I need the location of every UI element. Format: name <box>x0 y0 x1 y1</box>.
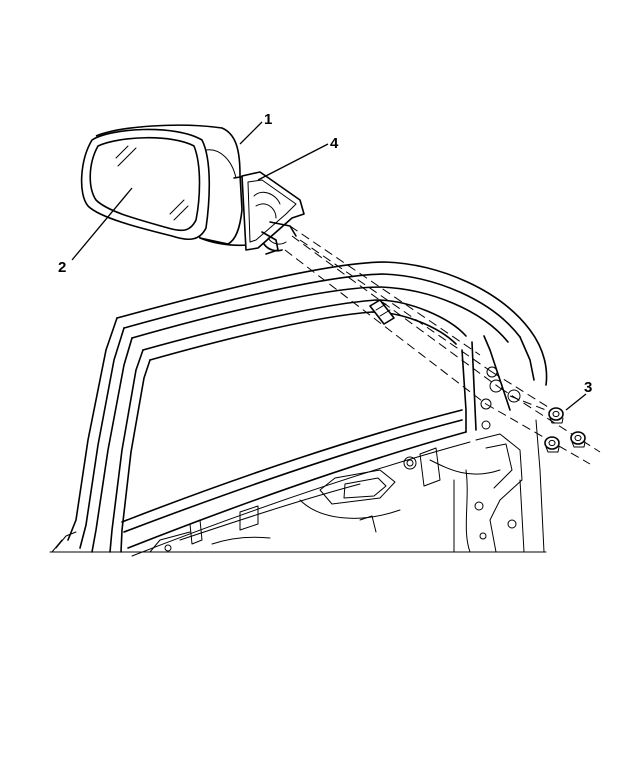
nut-2 <box>570 431 586 448</box>
leader-3 <box>565 393 587 411</box>
assembly-dash-lines <box>284 225 601 465</box>
leader-lines <box>71 121 587 411</box>
mounting-nuts <box>544 407 586 453</box>
callout-4: 4 <box>330 135 339 152</box>
mounting-holes <box>480 366 521 430</box>
door-frame <box>49 261 548 557</box>
nut-1 <box>548 407 564 424</box>
leader-1 <box>239 121 263 145</box>
callout-2: 2 <box>58 259 66 276</box>
callout-1: 1 <box>264 111 272 128</box>
nut-3 <box>544 436 560 453</box>
leader-2 <box>71 187 133 261</box>
leader-4 <box>257 143 329 181</box>
mirror-assembly <box>80 124 305 255</box>
wire-connector <box>369 299 395 325</box>
callout-3: 3 <box>584 379 592 396</box>
